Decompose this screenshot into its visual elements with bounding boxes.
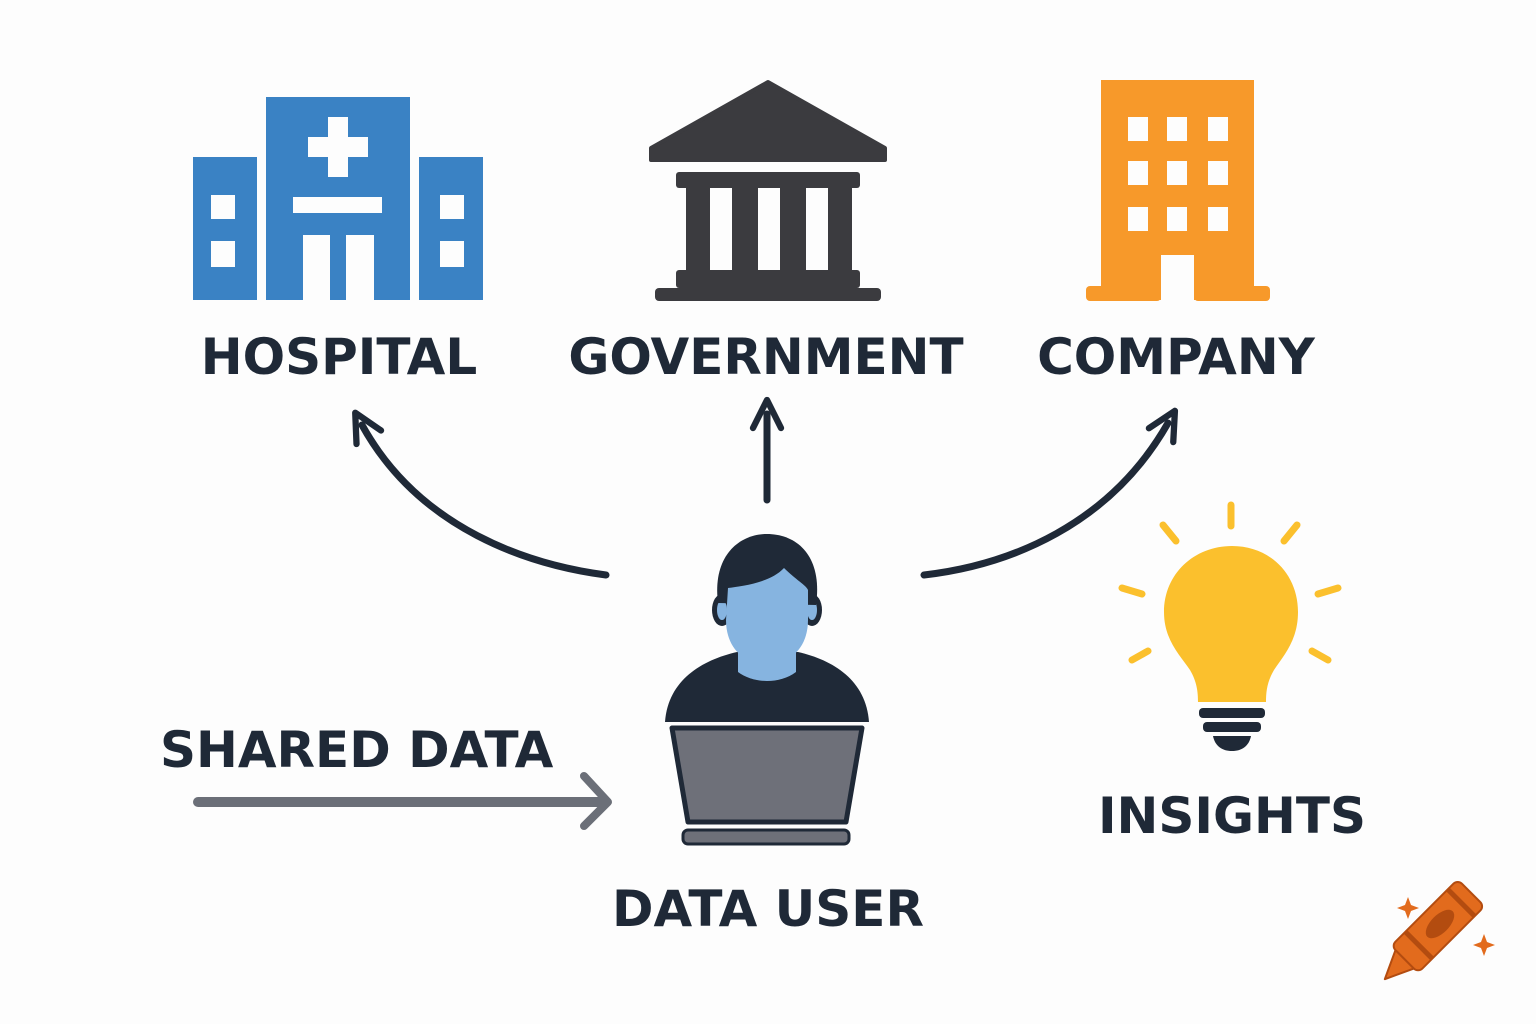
company-label: COMPANY xyxy=(1037,328,1316,386)
crayon-logo-icon xyxy=(1383,880,1495,981)
person-at-laptop-icon xyxy=(665,534,869,846)
insights-label: INSIGHTS xyxy=(1098,787,1366,845)
government-building-icon xyxy=(649,80,887,301)
arrow-to-hospital xyxy=(352,409,610,579)
government-label: GOVERNMENT xyxy=(568,328,963,386)
hospital-icon xyxy=(193,97,483,300)
shared-data-label: SHARED DATA xyxy=(160,721,554,779)
data-user-label: DATA USER xyxy=(612,880,924,938)
office-building-icon xyxy=(1086,80,1270,301)
shared-data-arrow xyxy=(193,772,612,830)
lightbulb-icon xyxy=(1118,501,1342,751)
hospital-label: HOSPITAL xyxy=(201,328,477,386)
arrow-to-company xyxy=(920,407,1179,579)
